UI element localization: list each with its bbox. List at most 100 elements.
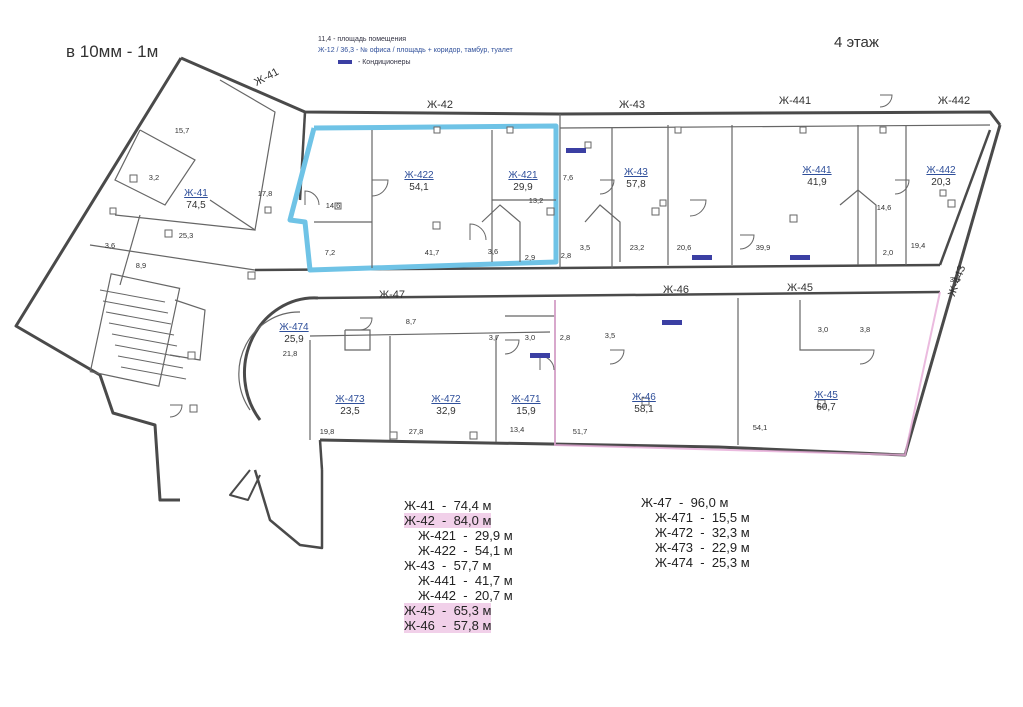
summary-separator: -: [693, 555, 712, 570]
room-area-r23: 21,8: [283, 349, 298, 358]
room-area-r9: 41,7: [425, 248, 440, 257]
wall-45-wc: [799, 300, 860, 351]
summary-separator: -: [456, 528, 475, 543]
window-marker: [264, 206, 272, 214]
office-area-o422: 54,1: [409, 182, 429, 193]
summary-separator: -: [693, 525, 712, 540]
window-marker: [799, 126, 807, 134]
stair-step: [105, 311, 172, 325]
door-47: [539, 355, 555, 371]
stair-step: [117, 355, 184, 369]
ac-swatch-icon: [338, 60, 352, 65]
ac-unit-icon: [530, 353, 550, 358]
office-code-o472: Ж-472: [431, 394, 461, 405]
door-442: [894, 179, 910, 195]
office-area-o41: 74,5: [186, 200, 206, 211]
stair-step: [114, 344, 181, 358]
window-marker: [506, 126, 514, 134]
room-area-r6: 8,9: [136, 261, 146, 270]
summary-separator: -: [671, 495, 691, 510]
rounded-wall-474: [242, 296, 319, 421]
summary-code: Ж-441: [418, 573, 457, 588]
office-code-o442: Ж-442: [926, 165, 956, 176]
partition-41a: [209, 79, 276, 232]
office-area-o46: 58,1: [634, 404, 654, 415]
office-area-o441: 41,9: [807, 177, 827, 188]
south-wing-wall: [253, 469, 324, 550]
room-area-r27: 2,8: [560, 333, 570, 342]
legend-ac-text: - Кондиционеры: [357, 59, 411, 66]
window-marker: [334, 202, 342, 210]
door-stair: [169, 404, 183, 418]
column-marker: [389, 431, 398, 440]
column-marker: [247, 271, 256, 280]
corridor-label-c46: Ж-46: [663, 284, 689, 296]
column-marker: [817, 399, 826, 408]
window-marker: [879, 126, 887, 134]
legend-area: 11,4 - площадь помещения: [318, 36, 406, 43]
column-marker: [187, 351, 196, 360]
summary-row: Ж-441 - 41,7 м: [418, 573, 513, 588]
ac-unit-icon: [662, 320, 682, 325]
legend-ac: - Кондиционеры: [338, 59, 411, 66]
office-area-o472: 32,9: [436, 406, 456, 417]
summary-value: 29,9 м: [474, 528, 513, 543]
stair-frame: [89, 273, 181, 387]
summary-value: 54,1 м: [474, 543, 513, 558]
window-marker: [659, 199, 667, 207]
window-marker: [433, 126, 441, 134]
door-43: [599, 179, 615, 195]
partition-41b: [114, 214, 256, 231]
summary-row: Ж-41 - 74,4 м: [404, 498, 491, 513]
summary-row: Ж-42 - 84,0 м: [404, 513, 492, 528]
summary-separator: -: [434, 513, 454, 528]
south-wing-join: [318, 439, 324, 471]
legend-office-text: - № офиса / площадь + коридор, тамбур, т…: [356, 47, 513, 54]
office-area-o43: 57,8: [626, 179, 646, 190]
corridor-line-north: [559, 124, 991, 129]
summary-code: Ж-41: [404, 498, 435, 513]
room-area-r8: 7,2: [325, 248, 335, 257]
room-area-r15: 3,5: [580, 243, 590, 252]
summary-code: Ж-472: [655, 525, 694, 540]
door-43b: [689, 199, 707, 217]
summary-separator: -: [693, 540, 712, 555]
rounded-wall-inner: [238, 311, 301, 411]
office-code-o46: Ж-46: [632, 392, 656, 403]
room-area-r25: 3,7: [489, 333, 499, 342]
corridor-label-c47: Ж-47: [379, 289, 405, 301]
room-area-r7: 14,6: [326, 201, 341, 210]
summary-value: 41,7 м: [474, 573, 513, 588]
ac-unit-icon: [566, 148, 586, 153]
office-area-o474: 25,9: [284, 334, 304, 345]
corridor-label-c42: Ж-42: [427, 99, 453, 111]
wall-43-wc: [584, 204, 621, 262]
summary-value: 15,5 м: [711, 510, 750, 525]
summary-row: Ж-421 - 29,9 м: [418, 528, 513, 543]
summary-row: Ж-45 - 65,3 м: [404, 603, 492, 618]
room-area-r4: 3,6: [105, 241, 115, 250]
niche-474: [344, 329, 371, 351]
door-41: [304, 190, 320, 206]
window-marker: [674, 126, 682, 134]
summary-code: Ж-46: [404, 618, 435, 633]
door-474: [359, 317, 373, 331]
summary-row: Ж-472 - 32,3 м: [655, 525, 750, 540]
doors: [169, 94, 910, 418]
legend-area-text: - площадь помещения: [333, 36, 407, 43]
summary-value: 84,0 м: [453, 513, 492, 528]
summary-code: Ж-422: [418, 543, 457, 558]
summary-code: Ж-442: [418, 588, 457, 603]
summary-value: 57,7 м: [453, 558, 492, 573]
summary-separator: -: [456, 588, 475, 603]
summary-row: Ж-46 - 57,8 м: [404, 618, 492, 633]
door-441: [739, 234, 755, 250]
summary-separator: -: [456, 543, 475, 558]
office-code-o474: Ж-474: [279, 322, 309, 333]
summary-code: Ж-421: [418, 528, 457, 543]
window-marker: [939, 189, 947, 197]
stair-step: [102, 300, 169, 314]
room-area-r19: 14,6: [877, 203, 892, 212]
room-area-r3: 17,8: [258, 189, 273, 198]
